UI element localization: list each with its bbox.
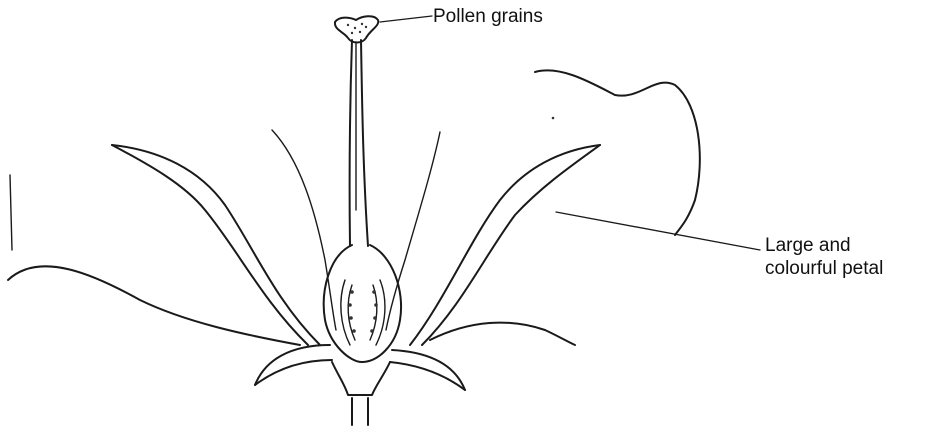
edge-tick xyxy=(10,175,12,250)
style-left-edge xyxy=(350,40,352,246)
petal-leader-line xyxy=(556,212,760,250)
stamen-right-inner xyxy=(386,132,440,330)
petal-label-line1: Large and xyxy=(765,234,883,257)
large-petal-left-outline xyxy=(8,266,300,345)
lower-left-petal-inner xyxy=(255,360,332,385)
left-petal-outer xyxy=(112,145,320,345)
stamen-left-inner xyxy=(272,130,336,330)
large-petal-right-outline xyxy=(535,70,700,235)
petal-label-line2: colourful petal xyxy=(765,257,883,280)
receptacle xyxy=(332,362,390,395)
right-petal-outer xyxy=(410,145,600,345)
lower-right-petal-inner xyxy=(390,362,465,390)
ovary-outline xyxy=(324,245,401,362)
petal-lower-right-outline xyxy=(430,323,575,345)
style-right-edge xyxy=(361,40,368,246)
pollen-grains-label: Pollen grains xyxy=(433,5,543,28)
petal-label: Large and colourful petal xyxy=(765,234,883,280)
right-petal-inner xyxy=(422,145,600,345)
left-petal-inner xyxy=(112,145,308,345)
stigma-outline xyxy=(335,16,378,42)
pollen-leader-line xyxy=(380,16,432,22)
